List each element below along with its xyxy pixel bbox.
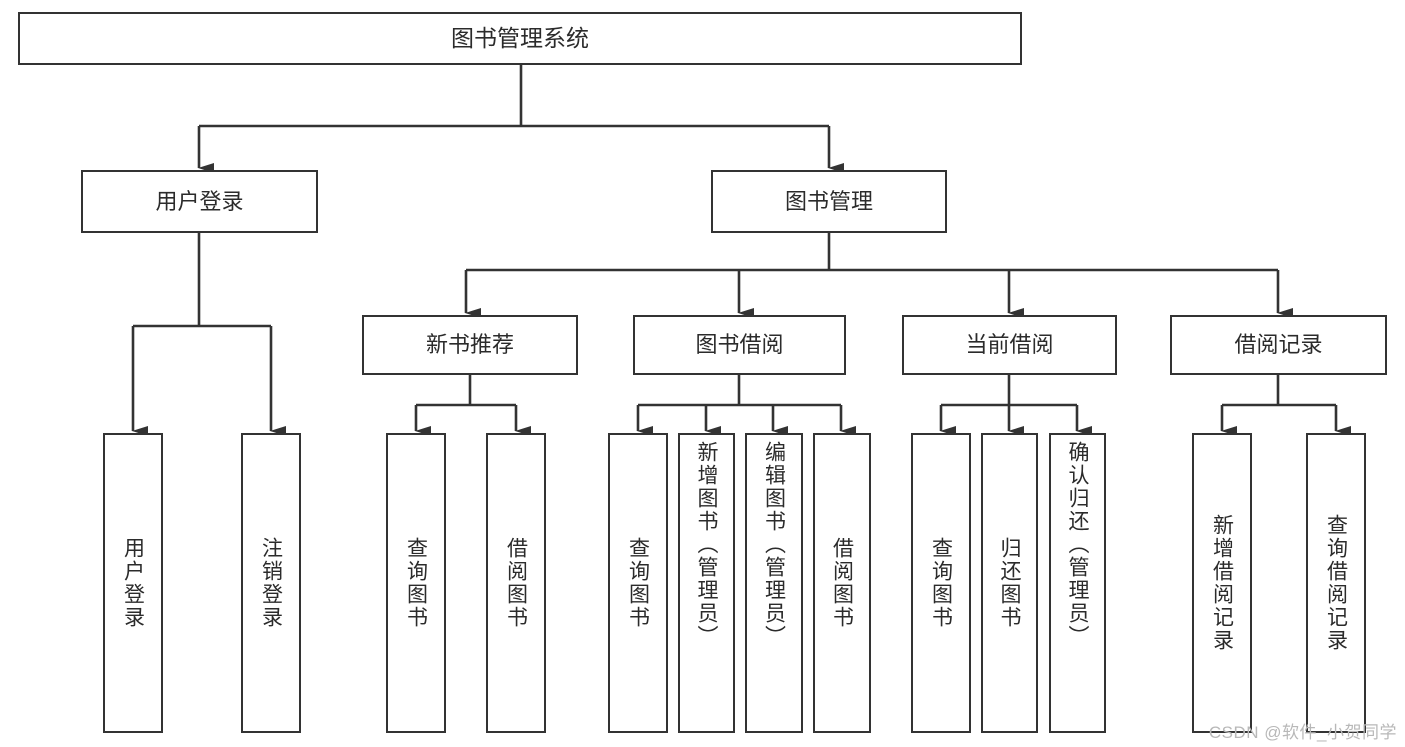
node-leaf-query-book-1-label: 查询图书 (404, 537, 428, 629)
node-leaf-borrow-book-2-label: 借阅图书 (830, 537, 854, 629)
node-book-manage-label: 图书管理 (784, 188, 873, 214)
node-leaf-edit-book-admin-label: 编辑图书（管理员） (762, 441, 786, 648)
node-current-borrow-label: 当前借阅 (965, 332, 1054, 358)
node-leaf-return-book-label: 归还图书 (998, 537, 1021, 629)
node-leaf-add-book-admin-label: 新增图书（管理员） (695, 441, 718, 648)
node-borrow-record-label: 借阅记录 (1234, 332, 1323, 358)
csdn-watermark: CSDN @软件_小贺同学 (1208, 723, 1397, 742)
node-leaf-query-book-2-label: 查询图书 (626, 537, 650, 629)
node-leaf-query-book-3[interactable]: 查询图书 (911, 433, 971, 733)
node-leaf-borrow-book-1[interactable]: 借阅图书 (486, 433, 546, 733)
node-leaf-borrow-book-1-label: 借阅图书 (504, 537, 528, 629)
node-borrow-record[interactable]: 借阅记录 (1170, 315, 1387, 375)
node-leaf-logout-login[interactable]: 注销登录 (241, 433, 301, 733)
node-user-login[interactable]: 用户登录 (81, 170, 318, 233)
node-book-borrow[interactable]: 图书借阅 (633, 315, 846, 375)
node-leaf-query-book-2[interactable]: 查询图书 (608, 433, 668, 733)
node-leaf-return-book[interactable]: 归还图书 (981, 433, 1038, 733)
node-new-book-recommend-label: 新书推荐 (425, 332, 514, 358)
node-leaf-edit-book-admin[interactable]: 编辑图书（管理员） (745, 433, 803, 733)
node-root-system-label: 图书管理系统 (451, 24, 589, 51)
node-book-manage[interactable]: 图书管理 (711, 170, 947, 233)
node-leaf-add-borrow-record-label: 新增借阅记录 (1210, 514, 1234, 652)
node-leaf-add-borrow-record[interactable]: 新增借阅记录 (1192, 433, 1252, 733)
node-leaf-query-borrow-record-label: 查询借阅记录 (1324, 514, 1348, 652)
node-new-book-recommend[interactable]: 新书推荐 (362, 315, 578, 375)
node-leaf-borrow-book-2[interactable]: 借阅图书 (813, 433, 871, 733)
node-leaf-add-book-admin[interactable]: 新增图书（管理员） (678, 433, 735, 733)
node-leaf-user-login-label: 用户登录 (121, 537, 145, 629)
node-leaf-query-borrow-record[interactable]: 查询借阅记录 (1306, 433, 1366, 733)
node-leaf-logout-login-label: 注销登录 (259, 537, 283, 629)
node-root-system[interactable]: 图书管理系统 (18, 12, 1022, 65)
node-leaf-query-book-3-label: 查询图书 (929, 537, 953, 629)
node-book-borrow-label: 图书借阅 (695, 332, 784, 358)
node-current-borrow[interactable]: 当前借阅 (902, 315, 1117, 375)
node-user-login-label: 用户登录 (155, 188, 244, 214)
node-leaf-user-login[interactable]: 用户登录 (103, 433, 163, 733)
node-leaf-confirm-return-admin-label: 确认归还（管理员） (1066, 441, 1089, 648)
node-leaf-confirm-return-admin[interactable]: 确认归还（管理员） (1049, 433, 1106, 733)
node-leaf-query-book-1[interactable]: 查询图书 (386, 433, 446, 733)
